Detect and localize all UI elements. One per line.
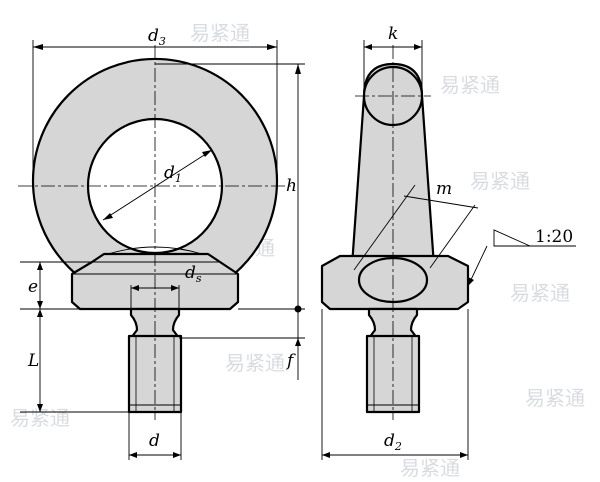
watermark-text: 易紧通 (225, 351, 285, 375)
watermark-text: 易紧通 (400, 456, 460, 480)
m-dimension-line (403, 195, 479, 209)
watermark-text: 易紧通 (440, 73, 500, 97)
watermark-text: 易紧通 (525, 386, 585, 410)
dimensions (20, 40, 576, 460)
label-ds: ds (185, 263, 202, 285)
label-d3: d3 (148, 26, 166, 48)
taper-symbol (493, 229, 531, 247)
m-extension (353, 184, 416, 271)
watermark-text: 易紧通 (190, 21, 250, 45)
watermark-text: 易紧通 (470, 169, 530, 193)
watermark-text: 易紧通 (510, 281, 570, 305)
d1-dimension-line (102, 149, 213, 221)
label-d: d (149, 431, 160, 451)
watermark-layer: 易紧通 易紧通 易紧通 易紧通 易紧通 易紧通 易紧通 易紧通 易紧通 (10, 21, 585, 480)
label-h: h (286, 176, 297, 196)
label-d2: d2 (384, 431, 402, 453)
m-extension (429, 204, 476, 269)
labels: d3 d1 ds d d2 h e L f k m 1:20 (27, 24, 573, 453)
label-k: k (388, 24, 398, 44)
label-L: L (27, 351, 39, 371)
side-view (320, 45, 479, 420)
label-m: m (436, 179, 452, 199)
label-f: f (285, 351, 296, 371)
label-e: e (28, 277, 38, 297)
label-taper: 1:20 (535, 227, 573, 247)
label-d1: d1 (164, 163, 182, 185)
